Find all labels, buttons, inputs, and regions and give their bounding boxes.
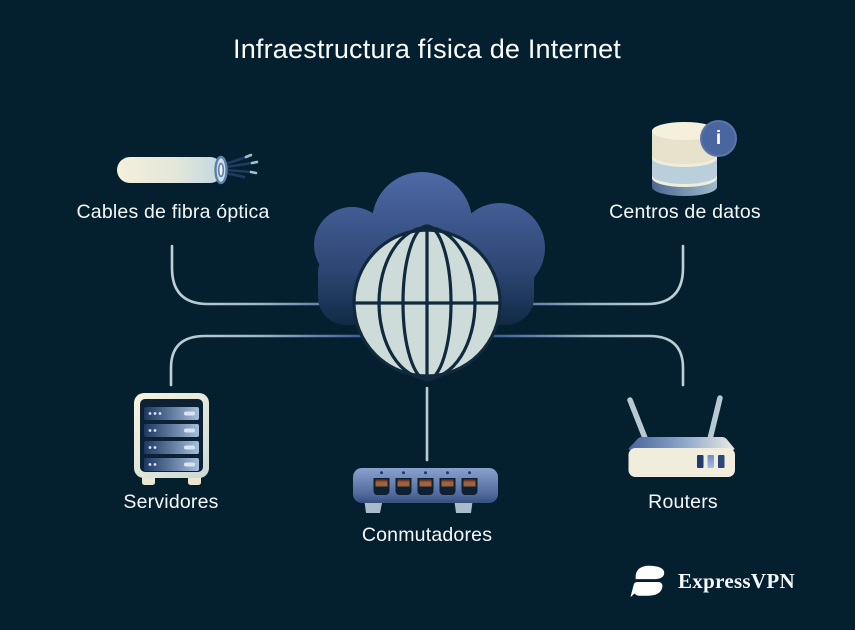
connector-fiber xyxy=(170,244,429,306)
info-badge-label: i xyxy=(715,127,722,149)
page-title: Infraestructura física de Internet xyxy=(233,34,621,64)
switch-icon xyxy=(353,468,498,513)
node-label-servers: Servidores xyxy=(123,491,219,513)
router-lights xyxy=(697,455,725,468)
node-label-datacenters: Centros de datos xyxy=(609,201,761,223)
expressvpn-logo: ExpressVPN xyxy=(630,563,795,599)
node-label-fiber: Cables de fibra óptica xyxy=(76,201,270,223)
info-badge[interactable]: i xyxy=(700,120,737,157)
fiber-cable-icon xyxy=(117,153,259,185)
expressvpn-logomark-icon xyxy=(630,565,665,598)
connector-lines xyxy=(169,244,685,462)
switch-ports xyxy=(373,471,478,495)
node-label-switches: Conmutadores xyxy=(361,524,493,546)
router-icon xyxy=(627,395,735,477)
connector-servers xyxy=(169,334,429,387)
globe-icon xyxy=(352,224,502,382)
node-label-routers: Routers xyxy=(648,491,718,513)
server-icon xyxy=(134,393,209,485)
connector-routers xyxy=(425,334,685,387)
connector-datacenters xyxy=(425,244,685,306)
expressvpn-wordmark: ExpressVPN xyxy=(678,568,795,593)
